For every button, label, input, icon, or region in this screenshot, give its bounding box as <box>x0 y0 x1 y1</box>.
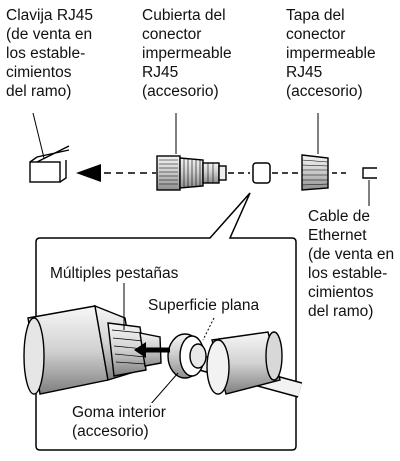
insert-direction-arrow <box>76 164 101 182</box>
cap-label: Tapa del conector impermeable RJ45 (acce… <box>286 7 376 100</box>
tabs-label: Múltiples pestañas <box>50 264 179 283</box>
cover-label: Cubierta del conector impermeable RJ45 (… <box>142 7 232 100</box>
rj45-plug-icon <box>29 145 70 183</box>
inner-rubber-label: Goma interior (accesorio) <box>72 403 166 441</box>
rj45-plug-leader <box>32 112 45 159</box>
rj45-plug-label: Clavija RJ45 (de venta en los estable- c… <box>6 7 94 100</box>
ethernet-cable-label: Cable de Ethernet (de venta en los estab… <box>308 208 395 320</box>
flat-surface-leader <box>202 317 215 341</box>
inner-rubber-icon <box>252 162 271 184</box>
waterproof-cap-icon <box>301 154 329 191</box>
ethernet-cable-icon <box>362 167 377 179</box>
flat-surface-label: Superficie plana <box>148 296 260 315</box>
waterproof-cover-icon <box>156 155 227 191</box>
inner-rubber-leader <box>149 372 179 406</box>
detail-illustration <box>23 304 303 398</box>
insert-arrow-detail <box>134 342 170 358</box>
